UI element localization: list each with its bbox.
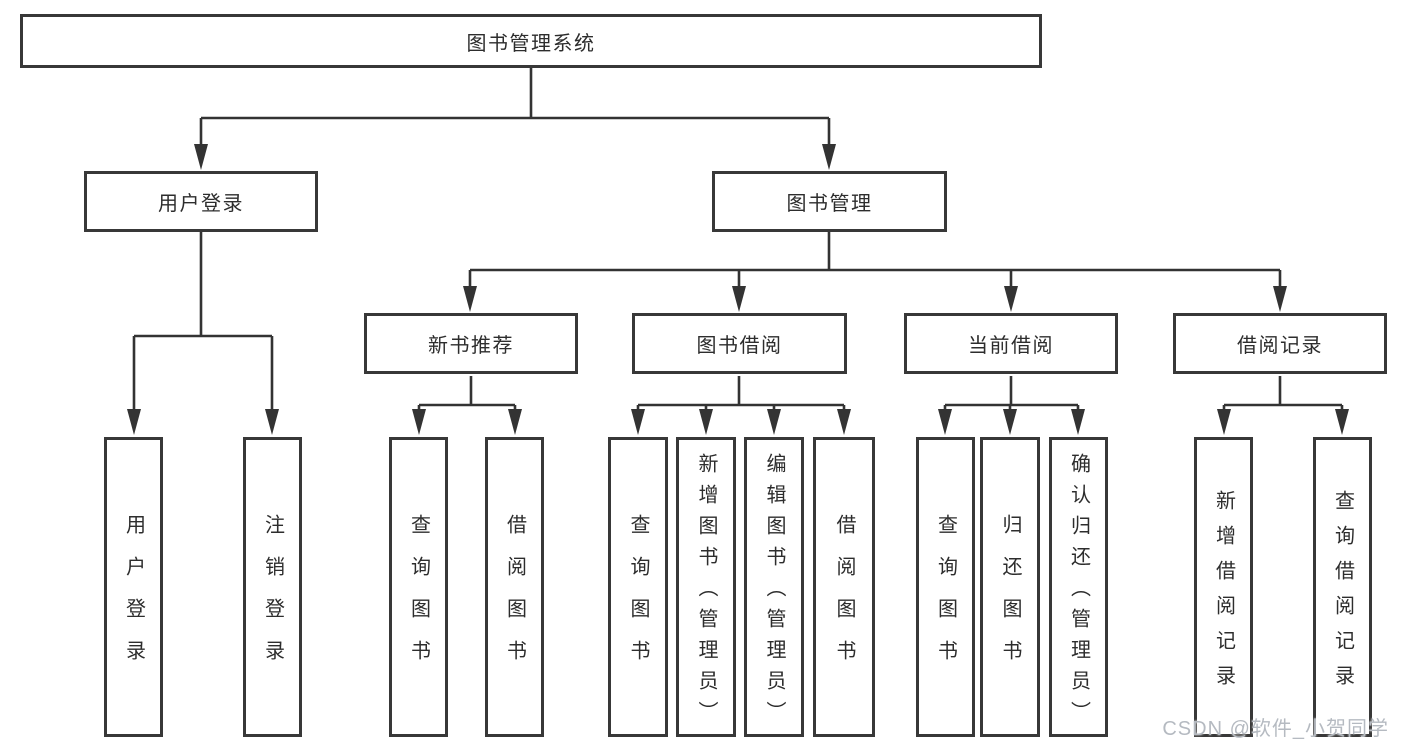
arrowhead-icon	[1217, 409, 1231, 435]
arrowhead-icon	[412, 409, 426, 435]
leaf-label: 注销登录	[261, 514, 284, 682]
leaf-query-books-current: 查询图书	[916, 437, 975, 737]
leaf-label: 借阅图书	[833, 514, 855, 682]
leaf-label: 编辑图书（管理员）	[763, 453, 785, 732]
leaf-label: 用户登录	[122, 514, 145, 682]
arrowhead-icon	[508, 409, 522, 435]
leaf-query-books-borrow: 查询图书	[608, 437, 668, 737]
node-book-management: 图书管理	[712, 171, 947, 232]
arrowhead-icon	[1335, 409, 1349, 435]
leaf-label: 查询图书	[407, 514, 430, 682]
leaf-label: 查询图书	[627, 514, 649, 682]
leaf-label: 确认归还（管理员）	[1067, 453, 1090, 732]
leaf-query-borrow-record: 查询借阅记录	[1313, 437, 1372, 737]
connector-new-book-children	[412, 376, 522, 435]
connector-root-to-level1	[194, 68, 836, 170]
arrowhead-icon	[631, 409, 645, 435]
connector-records-children	[1217, 376, 1349, 435]
node-user-login: 用户登录	[84, 171, 318, 232]
arrowhead-icon	[1071, 409, 1085, 435]
arrowhead-icon	[1004, 286, 1018, 312]
leaf-label: 借阅图书	[503, 514, 526, 682]
arrowhead-icon	[822, 144, 836, 170]
connector-current-borrow-children	[938, 376, 1085, 435]
arrowhead-icon	[938, 409, 952, 435]
arrowhead-icon	[194, 144, 208, 170]
leaf-confirm-return-admin: 确认归还（管理员）	[1049, 437, 1108, 737]
node-book-borrowing: 图书借阅	[632, 313, 847, 374]
arrowhead-icon	[265, 409, 279, 435]
arrowhead-icon	[732, 286, 746, 312]
arrowhead-icon	[1003, 409, 1017, 435]
leaf-label: 新增图书（管理员）	[695, 453, 717, 732]
arrowhead-icon	[699, 409, 713, 435]
arrowhead-icon	[127, 409, 141, 435]
leaf-label: 查询图书	[934, 514, 957, 682]
arrowhead-icon	[463, 286, 477, 312]
leaf-user-login: 用户登录	[104, 437, 163, 737]
connector-book-borrow-children	[631, 376, 851, 435]
arrowhead-icon	[1273, 286, 1287, 312]
leaf-logout-login: 注销登录	[243, 437, 302, 737]
leaf-add-borrow-record: 新增借阅记录	[1194, 437, 1253, 737]
leaf-borrow-books-borrow: 借阅图书	[813, 437, 875, 737]
leaf-query-books-recommend: 查询图书	[389, 437, 448, 737]
connector-book-mgmt-to-level2	[463, 232, 1287, 312]
node-current-borrowing: 当前借阅	[904, 313, 1118, 374]
leaf-return-books: 归还图书	[980, 437, 1040, 737]
leaf-borrow-books-recommend: 借阅图书	[485, 437, 544, 737]
arrowhead-icon	[767, 409, 781, 435]
connector-user-login-children	[127, 232, 279, 435]
arrowhead-icon	[837, 409, 851, 435]
node-borrowing-records: 借阅记录	[1173, 313, 1387, 374]
leaf-label: 归还图书	[999, 514, 1021, 682]
leaf-edit-books-admin: 编辑图书（管理员）	[744, 437, 804, 737]
node-library-management-system: 图书管理系统	[20, 14, 1042, 68]
node-new-book-recommendation: 新书推荐	[364, 313, 578, 374]
watermark: CSDN @软件_小贺同学	[1162, 718, 1389, 740]
leaf-label: 查询借阅记录	[1331, 489, 1354, 700]
leaf-add-books-admin: 新增图书（管理员）	[676, 437, 736, 737]
leaf-label: 新增借阅记录	[1212, 489, 1235, 700]
